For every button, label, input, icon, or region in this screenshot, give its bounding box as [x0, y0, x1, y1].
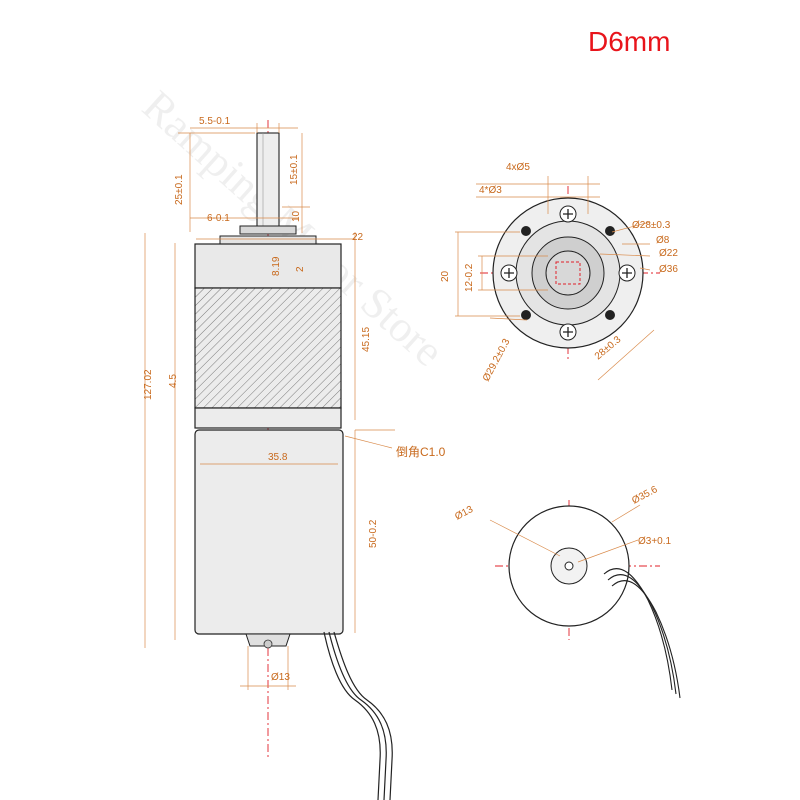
- dim-shaft-len: 25±0.1: [174, 174, 185, 205]
- front-dimension-lines: [455, 176, 655, 381]
- dim-gear-dia: 22: [352, 232, 364, 243]
- dim-2: 2: [295, 266, 306, 272]
- dim-rear-3: Ø3+0.1: [638, 536, 672, 547]
- gear-flange: [219, 235, 317, 245]
- rear-view: Ø13 Ø35.6 Ø3+0.1: [453, 484, 681, 699]
- screw-heads: [500, 205, 636, 341]
- rear-dimension-lines: [489, 504, 641, 563]
- dim-rear-356: Ø35.6: [630, 484, 660, 507]
- title: D6mm: [588, 26, 671, 57]
- gearbox-knurl: [194, 287, 342, 409]
- dim-holes3: 4*Ø3: [479, 185, 502, 196]
- gearbox-top: [194, 243, 342, 289]
- dim-motor-len: 50-0.2: [368, 519, 379, 548]
- dim-29: Ø29.2±0.3: [481, 337, 513, 384]
- gearbox-ring: [194, 407, 342, 429]
- mount-holes: [521, 226, 615, 320]
- dim-shaft-flat: 5.5-0.1: [199, 116, 231, 127]
- dim-shaft-dia: 6-0.1: [207, 213, 230, 224]
- dim-flat-len: 15±0.1: [289, 154, 300, 185]
- dim-28: Ø28±0.3: [632, 220, 671, 231]
- side-dimension-lines: [144, 123, 395, 690]
- chamfer-label: 倒角C1.0: [396, 445, 446, 459]
- dim-8: Ø8: [656, 235, 670, 246]
- dim-rear-13: Ø13: [453, 504, 475, 523]
- front-view: 4xØ5 4*Ø3 Ø28±0.3 Ø8 Ø22 Ø36 20 12-0.2 Ø…: [440, 162, 678, 383]
- side-view: 5.5-0.1 25±0.1 15±0.1 6-0.1 10 22 8.19 2…: [143, 116, 446, 800]
- dim-gap: 4.5: [168, 374, 179, 388]
- dim-bottom-boss: Ø13: [271, 672, 290, 683]
- dim-holes: 4xØ5: [506, 162, 530, 173]
- dim-motor-dia: 35.8: [268, 452, 288, 463]
- dim-total: 127.02: [143, 369, 154, 400]
- shaft-boss: [239, 225, 297, 235]
- dim-20: 20: [440, 270, 451, 282]
- dim-gear-len: 45.15: [361, 327, 372, 352]
- cable: [323, 631, 381, 800]
- dim-22: Ø22: [659, 248, 678, 259]
- dim-36: Ø36: [659, 264, 678, 275]
- dim-819: 8.19: [271, 256, 282, 276]
- dim-boss-len: 10: [291, 210, 302, 222]
- dim-12: 12-0.2: [464, 263, 475, 292]
- shaft-front: [545, 250, 591, 296]
